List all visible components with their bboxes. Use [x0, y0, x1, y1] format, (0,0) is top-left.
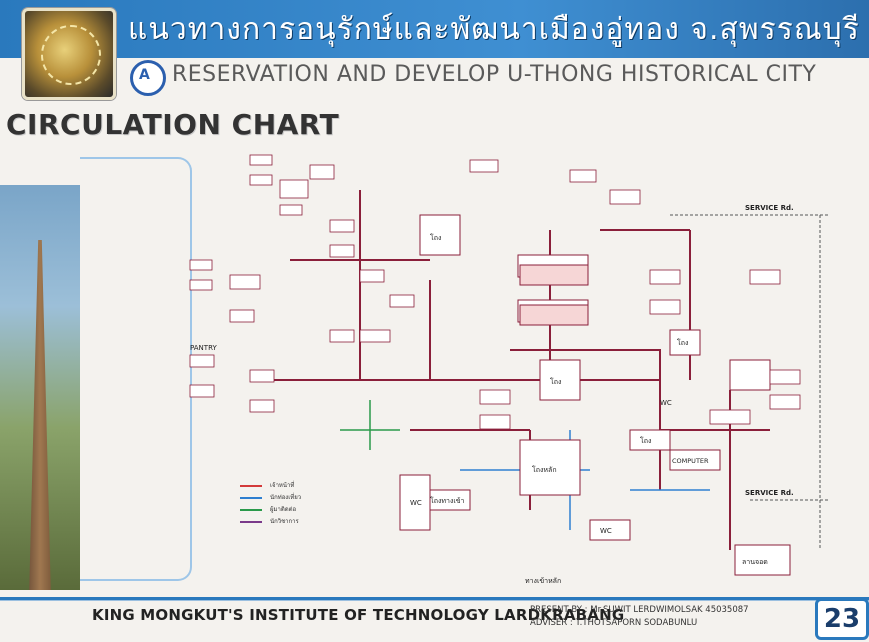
adviser: ADVISER : T.THOTSAPORN SODABUNLU: [530, 618, 698, 628]
node-10: [329, 219, 355, 233]
node-21: [749, 269, 781, 285]
side-panel-frame: [80, 157, 192, 581]
node-3: [279, 179, 309, 199]
stupa-shape: [29, 240, 51, 590]
legend-swatch-purple: [240, 520, 262, 523]
label-wc-2: WC: [600, 527, 612, 535]
label-computer: COMPUTER: [672, 457, 709, 465]
box-lobby-3: [669, 329, 701, 356]
legend-swatch-green: [240, 508, 262, 511]
node-13: [389, 294, 415, 308]
label-parking: ลานจอด: [742, 558, 768, 566]
node-25: [479, 389, 511, 405]
institution-name: KING MONGKUT'S INSTITUTE OF TECHNOLOGY L…: [92, 606, 625, 624]
legend-label: ผู้มาติดต่อ: [270, 506, 297, 513]
legend-label: นักวิชาการ: [270, 518, 299, 525]
city-seal-logo: [22, 8, 116, 100]
legend-swatch-red: [240, 484, 262, 487]
node-27: [189, 354, 215, 368]
legend-item: นักท่องเที่ยว: [240, 492, 301, 504]
legend-swatch-blue: [240, 496, 262, 499]
node-24: [709, 409, 751, 425]
box-lobby-main-2: [539, 359, 581, 401]
box-lobby-1: [419, 214, 461, 256]
node-20: [649, 299, 681, 315]
diagram-legend: เจ้าหน้าที่ นักท่องเที่ยว ผู้มาติดต่อ นั…: [240, 480, 301, 528]
node-18: [609, 189, 641, 205]
node-5: [309, 164, 335, 180]
label-service-road-1: SERVICE Rd.: [745, 204, 794, 212]
node-8: [229, 274, 261, 290]
node-28: [189, 384, 215, 398]
node-7: [189, 279, 213, 291]
label-lobby-main: โถงหลัก: [532, 465, 557, 474]
box-room-c: [729, 359, 771, 391]
footer-rule-thin: [0, 600, 869, 601]
seal-ring: [41, 25, 101, 85]
legend-label: เจ้าหน้าที่: [270, 482, 295, 489]
label-wc-1: WC: [410, 499, 422, 507]
legend-item: ผู้มาติดต่อ: [240, 504, 301, 516]
page-number: 23: [815, 598, 869, 640]
legend-label: นักท่องเที่ยว: [270, 494, 302, 501]
node-30: [249, 399, 275, 413]
node-19: [649, 269, 681, 285]
box-computer: [669, 449, 721, 471]
legend-item: นักวิชาการ: [240, 516, 301, 528]
label-pantry: PANTRY: [190, 344, 217, 352]
logo-badge-letter: A: [139, 67, 150, 83]
node-29: [249, 369, 275, 383]
footer-rule: [0, 597, 869, 600]
node-12: [359, 269, 385, 283]
box-parking: [734, 544, 791, 576]
node-16: [469, 159, 499, 173]
node-9: [229, 309, 255, 323]
label-lobby-1: โถง: [430, 233, 441, 242]
credits: PRESENT BY : Mr.SUWIT LERDWIMOLSAK 45035…: [530, 604, 749, 630]
label-service-road-2: SERVICE Rd.: [745, 489, 794, 497]
node-11: [329, 244, 355, 258]
label-wc-3: WC: [660, 399, 672, 407]
node-4: [279, 204, 303, 216]
node-6: [189, 259, 213, 271]
box-service-room: [589, 519, 631, 541]
circulation-diagram: โถง โถง โถง โถง โถงหลัก โถงทางเข้า COMPU…: [189, 154, 830, 585]
chart-title: CIRCULATION CHART: [6, 108, 340, 141]
highlight-room-2: [519, 304, 589, 326]
thai-title: แนวทางการอนุรักษ์และพัฒนาเมืองอู่ทอง จ.ส…: [128, 12, 860, 47]
title-banner: [0, 0, 869, 58]
highlight-room-1: [519, 264, 589, 286]
node-2: [249, 174, 273, 186]
node-26: [479, 414, 511, 430]
box-wc-left: [399, 474, 431, 531]
node-14: [329, 329, 355, 343]
label-lobby-2: โถง: [550, 377, 561, 386]
label-lobby-4: โถง: [640, 436, 651, 445]
node-23: [769, 394, 801, 410]
label-lobby-3: โถง: [677, 338, 688, 347]
node-1: [249, 154, 273, 166]
box-lobby-main: [519, 439, 581, 496]
node-17: [569, 169, 597, 183]
present-by: PRESENT BY : Mr.SUWIT LERDWIMOLSAK 45035…: [530, 605, 749, 615]
english-title: RESERVATION AND DEVELOP U-THONG HISTORIC…: [172, 62, 817, 87]
label-lobby-entrance: โถงทางเข้า: [430, 496, 465, 505]
node-15: [359, 329, 391, 343]
institute-logo-icon: A: [130, 60, 166, 96]
stupa-photo: [0, 185, 80, 590]
label-entrance: ทางเข้าหลัก: [525, 577, 561, 585]
box-lobby-4: [629, 429, 671, 451]
legend-item: เจ้าหน้าที่: [240, 480, 301, 492]
node-22: [769, 369, 801, 385]
